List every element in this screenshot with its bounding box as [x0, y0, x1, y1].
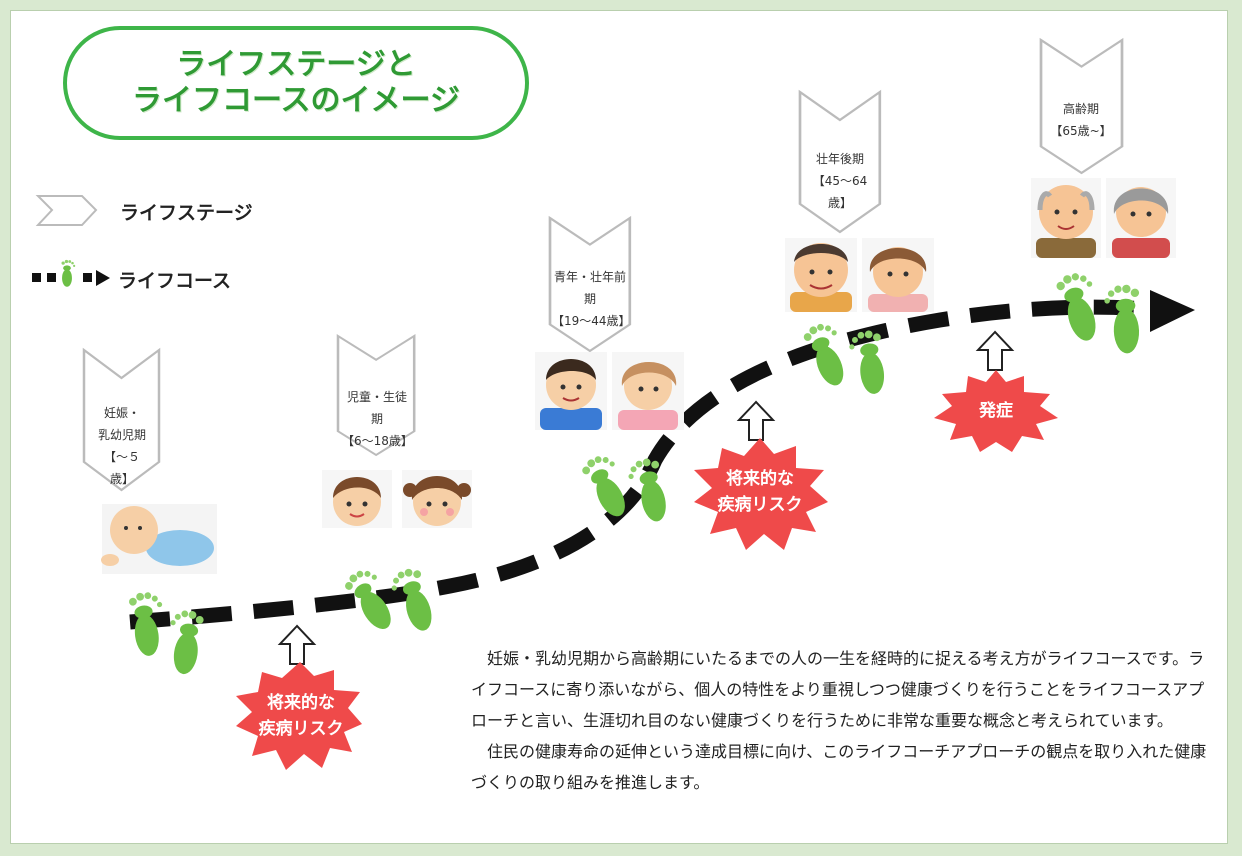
up-arrow-icon	[279, 625, 315, 665]
child-figure	[322, 470, 392, 528]
up-arrow-icon	[977, 331, 1013, 371]
description-paragraph-2: 住民の健康寿命の延伸という達成目標に向け、このライフコーチアプローチの観点を取り…	[471, 742, 1207, 792]
description-paragraph-1: 妊娠・乳幼児期から高齢期にいたるまでの人の一生を経時的に捉える考え方がライフコー…	[471, 649, 1205, 730]
footprint-icon	[128, 590, 205, 676]
baby-figure	[101, 504, 217, 574]
burst-label-onset: 発症	[979, 401, 1013, 421]
adult-figure	[535, 352, 607, 430]
title-box: ライフステージと ライフコースのイメージ	[63, 26, 529, 140]
stage-label-youth-early-adult: 青年・壮年前期 【19～44歳】	[552, 270, 631, 328]
legend-stage-label: ライフステージ	[120, 202, 253, 224]
stage-label-pregnancy-infancy: 妊娠・ 乳幼児期 【～５歳】	[97, 406, 146, 486]
up-arrow-icon	[738, 401, 774, 441]
footprint-icon	[32, 259, 110, 287]
burst-label-risk-youth: 将来的な 疾病リスク	[717, 469, 803, 515]
chevron-icon	[35, 195, 98, 226]
stage-label-elderly: 高齢期 【65歳~】	[1050, 102, 1112, 138]
path-arrowhead	[1150, 290, 1195, 332]
legend-course-label: ライフコース	[118, 270, 232, 292]
burst-icon	[694, 438, 828, 550]
child-figure	[402, 470, 472, 528]
title-line-1: ライフステージと	[176, 47, 416, 82]
elderly-figure	[1106, 178, 1176, 258]
elderly-figure	[1031, 178, 1101, 258]
stage-label-child-student: 児童・生徒期 【6～18歳】	[342, 390, 413, 448]
adult-figure	[612, 352, 684, 430]
description-text: 妊娠・乳幼児期から高齢期にいたるまでの人の一生を経時的に捉える考え方がライフコー…	[471, 643, 1211, 798]
life-course-path	[129, 299, 1161, 630]
footprint-icon	[800, 307, 896, 410]
burst-icon	[236, 662, 362, 770]
burst-icon	[934, 370, 1058, 452]
adult-figure	[785, 238, 857, 312]
diagram-title: ライフステージと ライフコースのイメージ	[132, 47, 460, 119]
title-line-2: ライフコースのイメージ	[132, 83, 460, 118]
stage-label-late-adult: 壮年後期 【45～64歳】	[812, 152, 868, 210]
adult-figure	[862, 238, 934, 312]
burst-label-risk-childhood: 将来的な 疾病リスク	[258, 693, 344, 739]
